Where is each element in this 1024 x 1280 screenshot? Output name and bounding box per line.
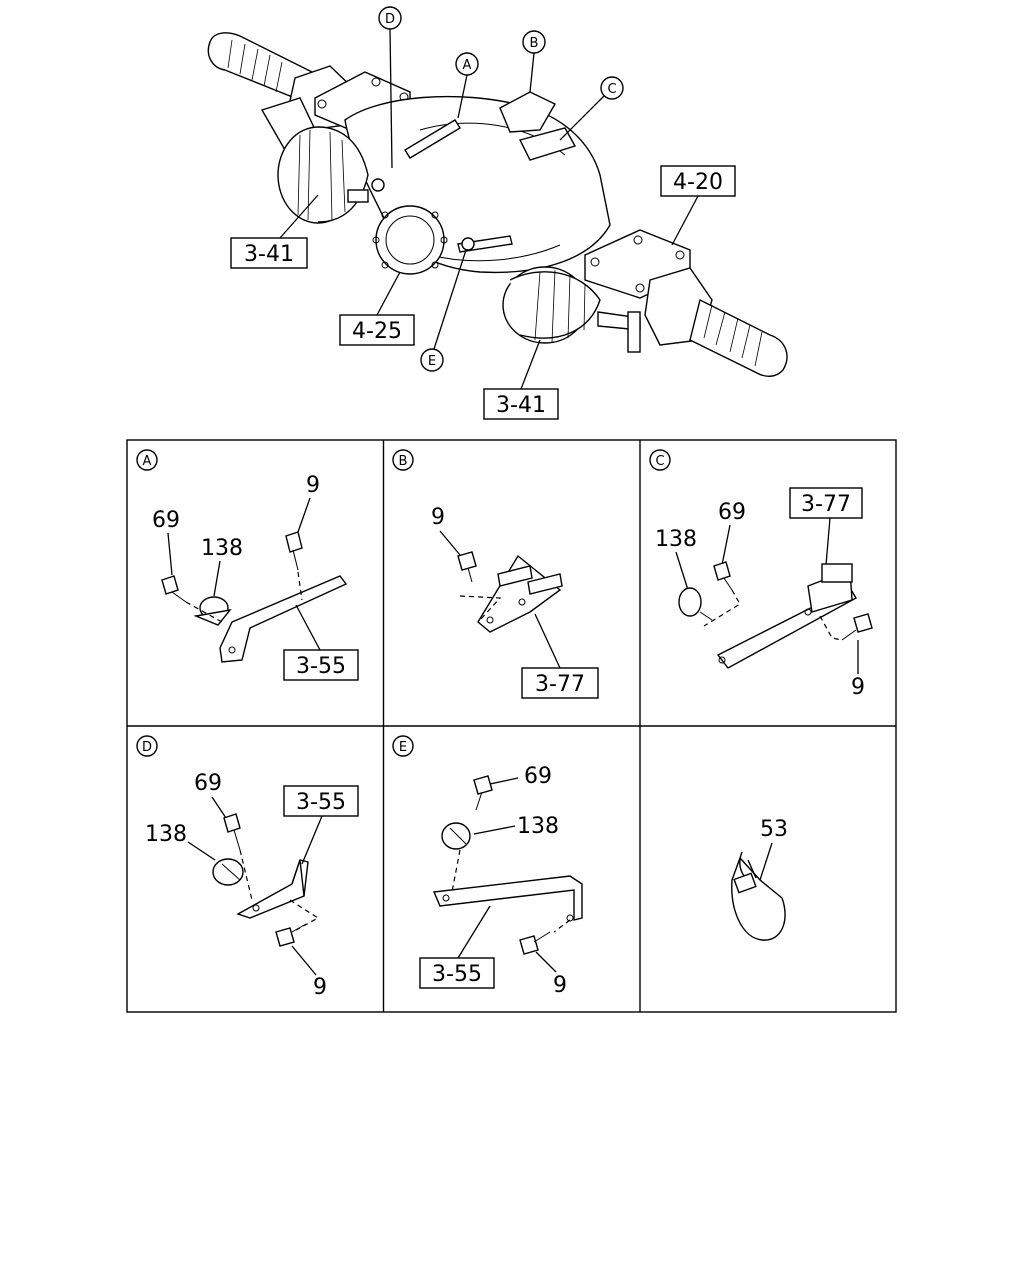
- svg-text:E: E: [399, 740, 407, 755]
- svg-text:9: 9: [553, 973, 567, 998]
- svg-text:B: B: [530, 36, 539, 51]
- svg-text:D: D: [385, 12, 395, 27]
- svg-text:4-20: 4-20: [673, 170, 723, 195]
- panel-d: D 69 138 3-55 9: [136, 735, 359, 1000]
- svg-text:53: 53: [760, 817, 788, 842]
- svg-text:138: 138: [655, 527, 697, 552]
- ref-box-3-41-bottom: 3-41: [483, 339, 559, 420]
- svg-text:69: 69: [718, 500, 746, 525]
- svg-text:138: 138: [201, 536, 243, 561]
- svg-text:D: D: [142, 740, 152, 755]
- svg-text:C: C: [607, 82, 616, 97]
- svg-text:9: 9: [306, 473, 320, 498]
- callout-a: A: [455, 52, 479, 119]
- svg-text:3-77: 3-77: [535, 672, 585, 697]
- svg-text:69: 69: [524, 764, 552, 789]
- svg-text:69: 69: [194, 771, 222, 796]
- panel-b: B 9 3-77: [392, 449, 599, 699]
- panel-cable-tie: 53: [731, 817, 788, 941]
- svg-text:3-55: 3-55: [432, 962, 482, 987]
- callout-d: D: [378, 6, 402, 169]
- svg-text:138: 138: [517, 814, 559, 839]
- svg-text:C: C: [655, 454, 664, 469]
- svg-text:9: 9: [851, 675, 865, 700]
- panel-e: E 69 138 3-55 9: [392, 735, 583, 998]
- ref-box-4-20: 4-20: [660, 165, 736, 246]
- svg-text:3-41: 3-41: [496, 393, 546, 418]
- ref-box-3-41-left: 3-41: [230, 194, 319, 269]
- svg-text:B: B: [399, 454, 408, 469]
- rear-axle-overview: [207, 32, 788, 377]
- svg-text:138: 138: [145, 822, 187, 847]
- callout-c: C: [559, 76, 624, 141]
- svg-text:9: 9: [313, 975, 327, 1000]
- panel-c: C 3-77 138 69 9: [649, 449, 873, 700]
- panel-a: A 9 69 138 3-55: [136, 449, 359, 681]
- svg-text:E: E: [428, 354, 436, 369]
- ref-box-4-25: 4-25: [339, 271, 415, 346]
- detail-grid: [126, 439, 897, 1013]
- svg-text:4-25: 4-25: [352, 319, 402, 344]
- svg-text:3-55: 3-55: [296, 654, 346, 679]
- svg-text:3-41: 3-41: [244, 242, 294, 267]
- svg-text:A: A: [463, 58, 472, 73]
- callout-e: E: [420, 249, 467, 372]
- svg-text:9: 9: [431, 505, 445, 530]
- svg-text:3-55: 3-55: [296, 790, 346, 815]
- svg-text:A: A: [143, 454, 152, 469]
- svg-text:69: 69: [152, 508, 180, 533]
- svg-text:3-77: 3-77: [801, 492, 851, 517]
- callout-b: B: [522, 30, 546, 93]
